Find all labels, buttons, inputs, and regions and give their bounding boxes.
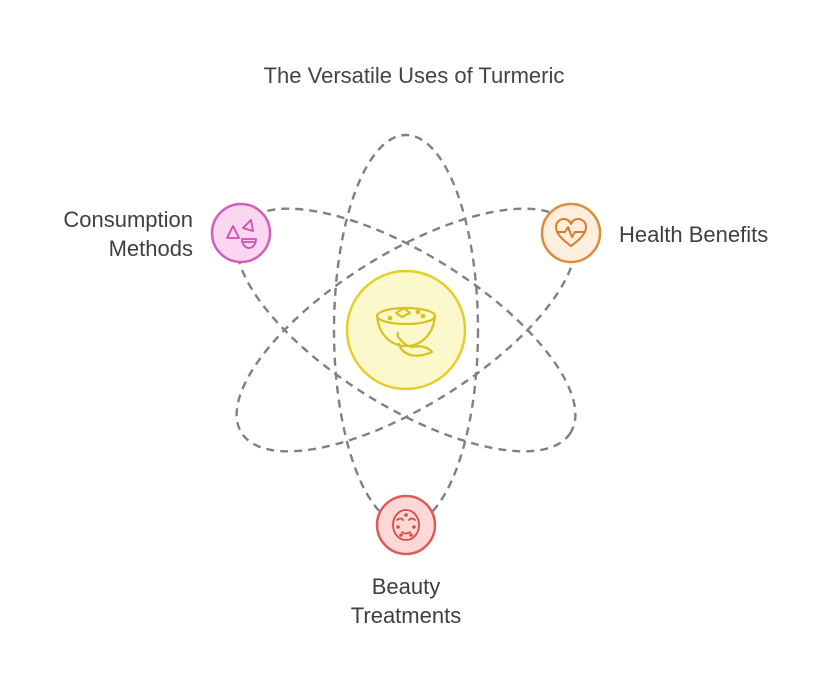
turmeric-bowl-pepper-icon (375, 306, 437, 357)
heart-pulse-icon (555, 218, 587, 247)
consumption-label-line-2: Methods (108, 236, 193, 261)
health-label: Health Benefits (619, 220, 768, 249)
orbit-tilted-left (235, 207, 577, 453)
health-label-line-1: Health Benefits (619, 222, 769, 247)
consumption-label-line-1: Consumption (63, 207, 193, 232)
beauty-label-line-1: Beauty (371, 574, 441, 599)
health-node[interactable] (540, 202, 602, 264)
beauty-label: Beauty Treatments (306, 572, 506, 630)
face-mask-icon (392, 509, 420, 541)
orbit-vertical (332, 133, 480, 527)
consumption-node[interactable] (210, 202, 272, 264)
consumption-label: Consumption Methods (63, 205, 193, 263)
beauty-label-line-2: Treatments (350, 603, 462, 628)
beauty-node[interactable] (375, 494, 437, 556)
food-shapes-icon (226, 219, 257, 249)
center-node (345, 269, 467, 391)
diagram-title: The Versatile Uses of Turmeric (263, 63, 565, 88)
